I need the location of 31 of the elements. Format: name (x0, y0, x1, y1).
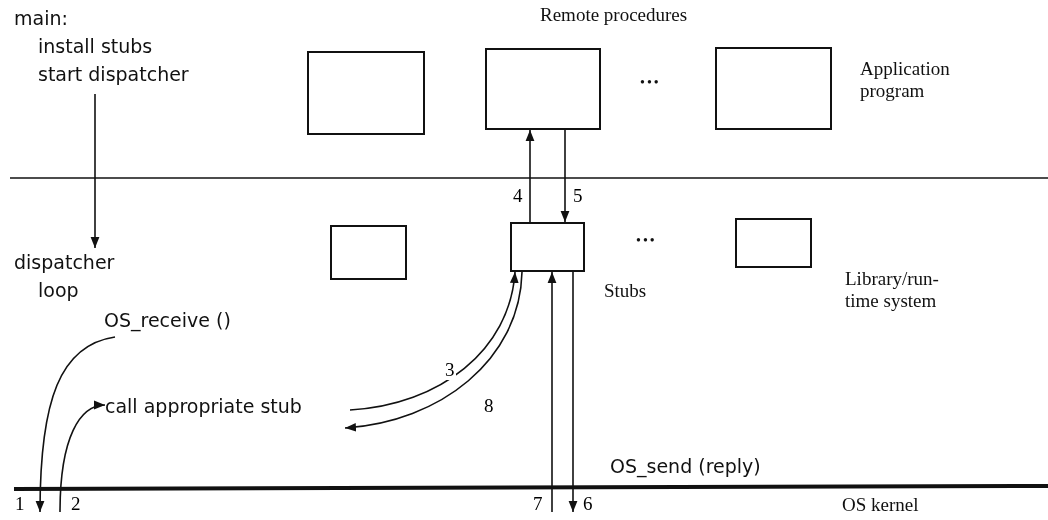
code-text: install stubs (38, 35, 153, 57)
code-text: loop (38, 279, 79, 301)
code-text: start dispatcher (38, 63, 189, 85)
layer-label: OS kernel (842, 494, 919, 516)
layer-heading: Remote procedures (540, 4, 688, 26)
arrow (35, 336, 116, 513)
procedure-box (307, 51, 425, 135)
arrow (568, 271, 578, 513)
arrow (90, 93, 100, 249)
procedure-box (485, 48, 601, 130)
arrow (547, 271, 557, 513)
arrow (525, 129, 535, 223)
stub-box (735, 218, 812, 268)
stub-box (510, 222, 585, 272)
layer-label: Application program (860, 58, 951, 102)
arrow (560, 129, 570, 223)
stub-box (330, 225, 407, 280)
arrow (59, 401, 106, 513)
procedure-box (715, 47, 832, 130)
code-text: OS_receive () (104, 309, 231, 331)
arrow (349, 271, 518, 411)
code-text: OS_send (reply) (610, 454, 761, 480)
code-text: call appropriate stub (105, 395, 302, 417)
code-text: main: (14, 7, 68, 29)
ellipsis-mark: ••• (636, 232, 657, 250)
ellipsis-mark: ••• (640, 74, 661, 92)
section-label: Stubs (604, 280, 647, 302)
step-number: 3 (444, 360, 456, 380)
arrow (344, 271, 523, 432)
code-text: dispatcher (14, 251, 115, 273)
layer-label: Library/run- time system (845, 268, 940, 312)
